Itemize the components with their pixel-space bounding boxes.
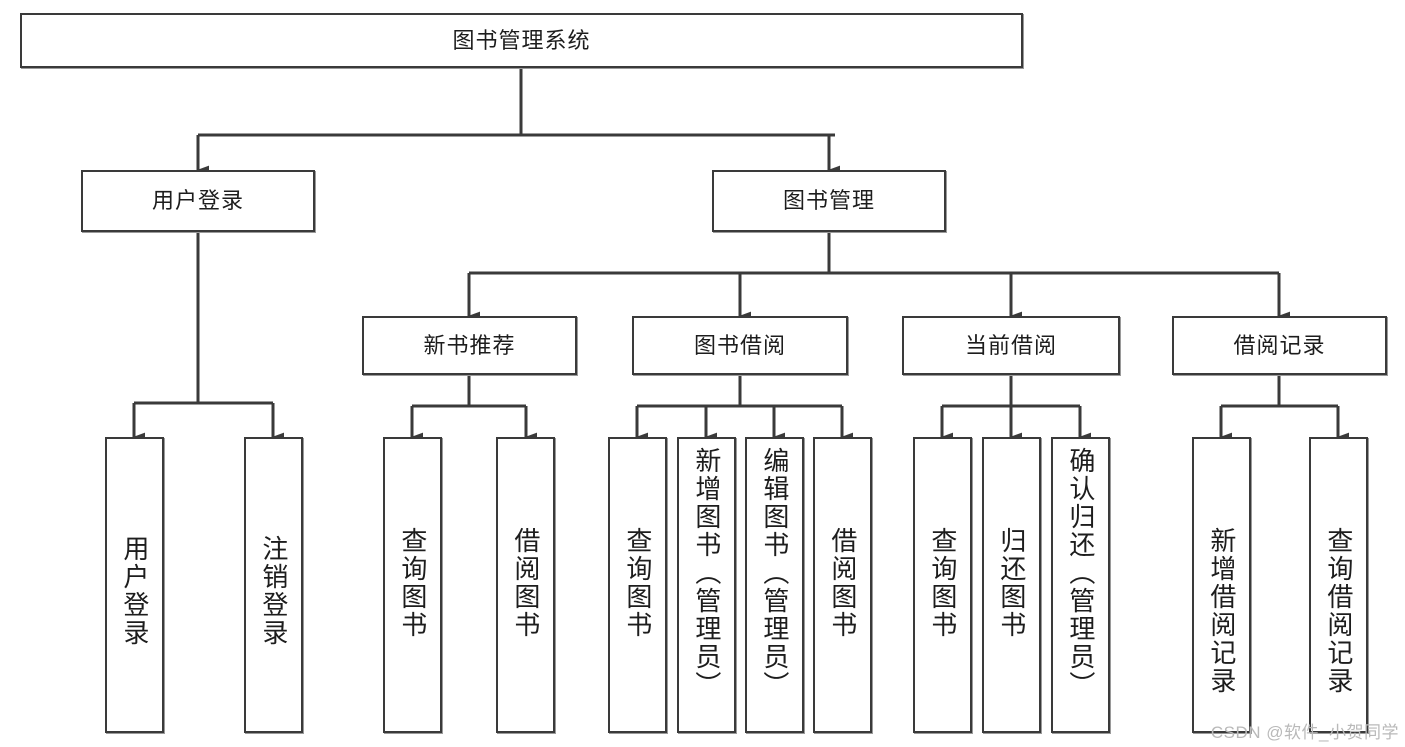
- node-book-borrow-label: 图书借阅: [693, 332, 786, 358]
- leaf-logout-label: 注销登录: [258, 535, 289, 647]
- leaf-add-book-admin-label: 新增图书（管理员）: [691, 447, 722, 699]
- leaf-borrow-book[interactable]: 借阅图书: [813, 437, 872, 733]
- node-user-login-label: 用户登录: [151, 188, 244, 214]
- leaf-edit-book-admin[interactable]: 编辑图书（管理员）: [745, 437, 804, 733]
- leaf-confirm-return-admin[interactable]: 确认归还（管理员）: [1051, 437, 1110, 733]
- node-new-book-recommend[interactable]: 新书推荐: [362, 316, 577, 375]
- node-root[interactable]: 图书管理系统: [20, 13, 1023, 68]
- node-current-borrow[interactable]: 当前借阅: [902, 316, 1120, 375]
- leaf-return-book[interactable]: 归还图书: [982, 437, 1041, 733]
- leaf-query-borrow-record-label: 查询借阅记录: [1323, 527, 1354, 695]
- leaf-logout[interactable]: 注销登录: [244, 437, 303, 733]
- leaf-return-book-label: 归还图书: [996, 527, 1027, 639]
- leaf-add-borrow-record[interactable]: 新增借阅记录: [1192, 437, 1251, 733]
- leaf-query-book-borrow-label: 查询图书: [622, 527, 653, 639]
- leaf-add-book-admin[interactable]: 新增图书（管理员）: [677, 437, 736, 733]
- leaf-query-book-current[interactable]: 查询图书: [913, 437, 972, 733]
- node-new-book-recommend-label: 新书推荐: [423, 332, 516, 358]
- leaf-borrow-book-label: 借阅图书: [827, 527, 858, 639]
- leaf-query-book-recommend[interactable]: 查询图书: [383, 437, 442, 733]
- node-current-borrow-label: 当前借阅: [964, 332, 1057, 358]
- leaf-borrow-book-recommend-label: 借阅图书: [510, 527, 541, 639]
- watermark-text: CSDN @软件_小贺同学: [1210, 723, 1399, 742]
- leaf-user-login[interactable]: 用户登录: [105, 437, 164, 733]
- leaf-query-book-current-label: 查询图书: [927, 527, 958, 639]
- leaf-user-login-label: 用户登录: [119, 535, 150, 647]
- leaf-confirm-return-admin-label: 确认归还（管理员）: [1065, 447, 1096, 699]
- node-borrow-record[interactable]: 借阅记录: [1172, 316, 1387, 375]
- node-root-label: 图书管理系统: [452, 27, 591, 53]
- node-user-login[interactable]: 用户登录: [81, 170, 315, 232]
- leaf-add-borrow-record-label: 新增借阅记录: [1206, 527, 1237, 695]
- leaf-borrow-book-recommend[interactable]: 借阅图书: [496, 437, 555, 733]
- leaf-edit-book-admin-label: 编辑图书（管理员）: [759, 447, 790, 699]
- node-book-management[interactable]: 图书管理: [712, 170, 946, 232]
- leaf-query-book-recommend-label: 查询图书: [397, 527, 428, 639]
- leaf-query-book-borrow[interactable]: 查询图书: [608, 437, 667, 733]
- leaf-query-borrow-record[interactable]: 查询借阅记录: [1309, 437, 1368, 733]
- node-book-borrow[interactable]: 图书借阅: [632, 316, 848, 375]
- node-borrow-record-label: 借阅记录: [1233, 332, 1326, 358]
- node-book-management-label: 图书管理: [782, 188, 875, 214]
